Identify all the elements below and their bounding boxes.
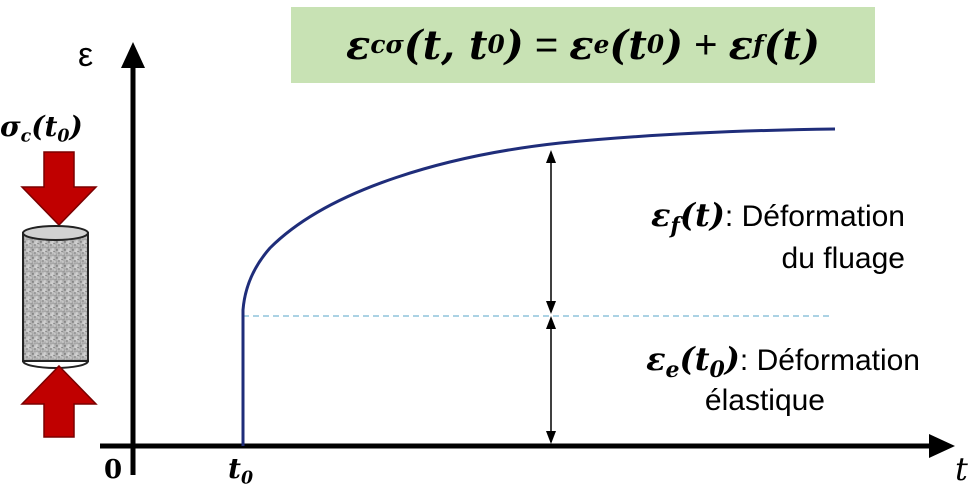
creep-annotation-line2: du fluage: [585, 242, 905, 276]
elastic-annotation-line2: élastique: [570, 384, 920, 418]
creep-dimension-arrow-top: [546, 150, 556, 163]
creep-dimension-arrow-bottom: [546, 301, 556, 314]
elastic-dimension-arrow-top: [546, 316, 556, 329]
load-arrow-top: [22, 152, 96, 225]
origin-label: 0: [104, 455, 122, 485]
creep-annotation-line1: εf(t): Déformation: [585, 196, 905, 234]
load-arrow-bottom: [22, 366, 96, 437]
elastic-dimension-arrow-bottom: [546, 431, 556, 444]
concrete-specimen: [23, 226, 88, 368]
load-label: σc(t0): [0, 110, 83, 143]
elastic-annotation: εe(t0): Déformation élastique: [570, 340, 920, 418]
t0-label: t0: [228, 452, 253, 485]
creep-annotation: εf(t): Déformation du fluage: [585, 196, 905, 276]
x-axis-arrowhead: [929, 434, 955, 458]
x-axis-label: t: [955, 450, 968, 488]
y-axis-arrowhead: [121, 42, 145, 68]
y-axis-label: ε: [78, 36, 93, 75]
elastic-annotation-line1: εe(t0): Déformation: [570, 340, 920, 378]
